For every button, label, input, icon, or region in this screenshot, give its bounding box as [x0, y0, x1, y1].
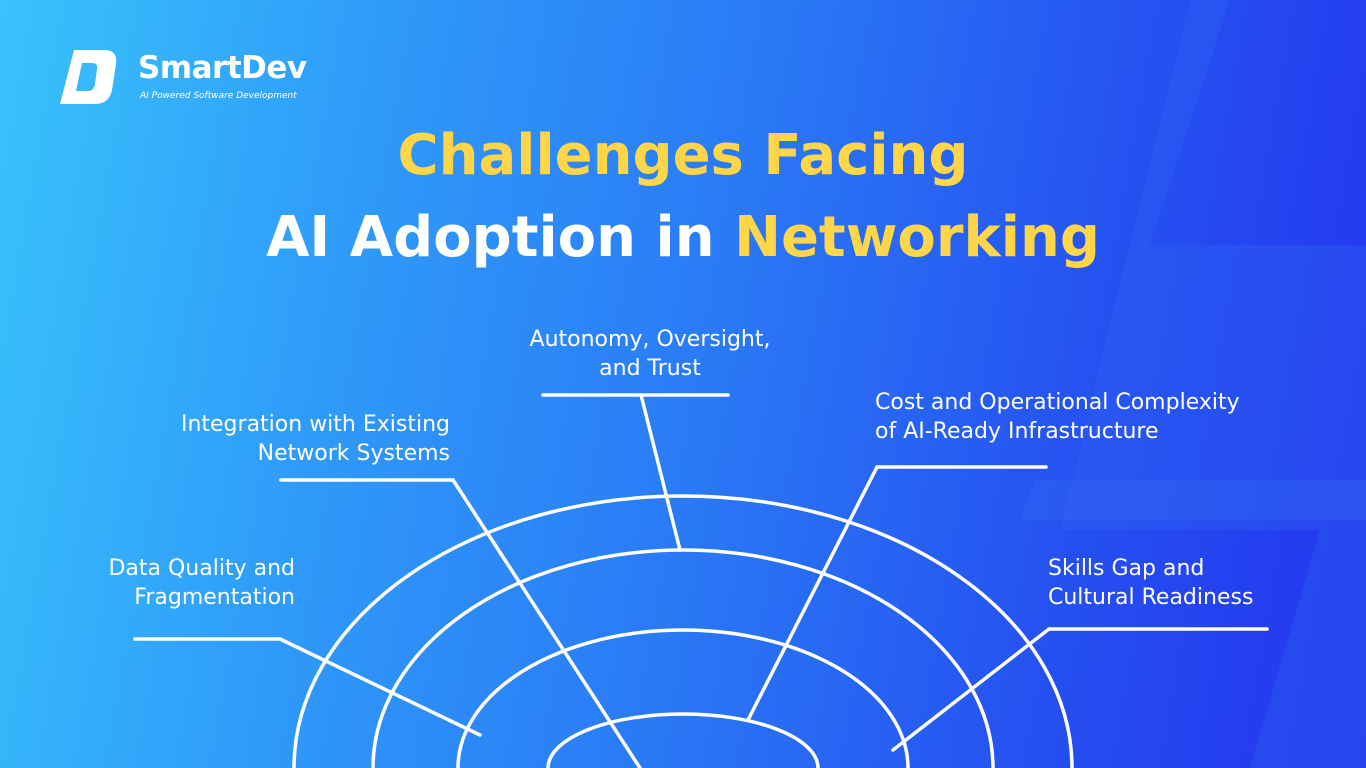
challenge-skills: Skills Gap and Cultural Readiness [1048, 554, 1253, 612]
leader-autonomy [541, 393, 730, 552]
challenge-label-line: and Trust [599, 356, 701, 381]
challenge-cost: Cost and Operational Complexity of AI-Re… [875, 388, 1240, 446]
page-title-line-2: AI Adoption in Networking [0, 210, 1366, 266]
brand-name: SmartDev [138, 50, 307, 86]
page-title-line-1: Challenges Facing [397, 123, 969, 188]
leader-skills [891, 627, 1269, 752]
arc-ring-1 [292, 494, 1074, 768]
leader-cost [746, 465, 1048, 722]
challenge-label-line: Cultural Readiness [1048, 585, 1254, 610]
smartdev-logo-icon [60, 50, 117, 104]
arc-ring-2 [371, 548, 995, 768]
brand-tagline: AI Powered Software Development [140, 91, 297, 101]
brand-logo[interactable]: SmartDev AI Powered Software Development [60, 50, 340, 110]
title-prefix: AI Adoption in [266, 205, 735, 270]
leader-data-quality [133, 637, 482, 737]
challenge-label-line: of AI-Ready Infrastructure [875, 419, 1159, 444]
arc-ring-3 [456, 628, 910, 768]
challenge-label-line: Cost and Operational Complexity [875, 390, 1240, 415]
challenge-integration: Integration with Existing Network System… [181, 410, 450, 468]
challenge-label-line: Integration with Existing [180, 412, 450, 437]
arc-ring-4 [546, 712, 820, 768]
challenge-label-line: Autonomy, Oversight, [529, 327, 771, 352]
leader-integration [279, 478, 642, 768]
challenge-label-line: Data Quality and [108, 556, 295, 581]
title-highlight: Networking [734, 205, 1100, 270]
challenge-autonomy: Autonomy, Oversight, and Trust [500, 325, 800, 383]
challenge-label-line: Fragmentation [134, 585, 295, 610]
challenge-label-line: Network Systems [257, 441, 450, 466]
challenge-label-line: Skills Gap and [1048, 556, 1205, 581]
challenge-data-quality: Data Quality and Fragmentation [108, 554, 295, 612]
